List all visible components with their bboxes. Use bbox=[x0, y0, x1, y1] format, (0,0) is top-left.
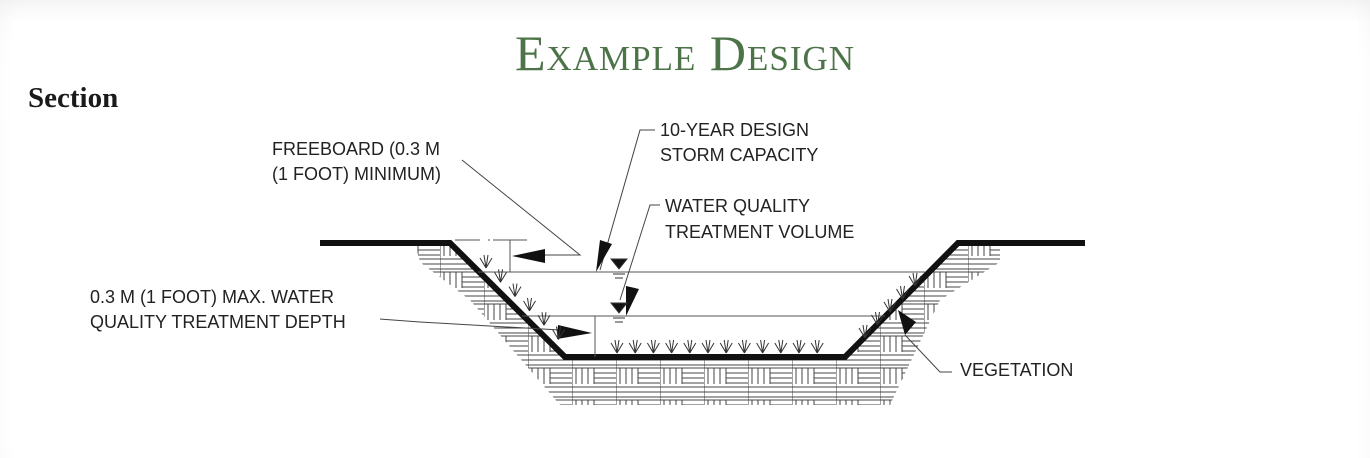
section-heading: Section bbox=[28, 82, 119, 114]
vegetation-tuft-icon bbox=[737, 339, 751, 354]
depth-arrow-icon bbox=[557, 325, 592, 339]
water-surface-symbols bbox=[609, 258, 629, 323]
label-freeboard-2: (1 FOOT) MINIMUM) bbox=[272, 164, 441, 184]
vegetation-arrow-icon bbox=[898, 310, 916, 335]
vegetation-tuft-icon bbox=[756, 339, 770, 354]
vegetation-tuft-icon bbox=[665, 339, 679, 354]
soil-hatching bbox=[415, 243, 1000, 405]
vegetation-tuft-icon bbox=[883, 298, 897, 313]
vegetation-tuft-icon bbox=[552, 326, 565, 340]
wq-arrow-icon bbox=[626, 286, 639, 316]
vegetation-tuft-icon bbox=[896, 285, 909, 300]
label-vegetation: VEGETATION bbox=[960, 360, 1073, 380]
vegetation-tuft-icon bbox=[858, 324, 872, 339]
label-storm-1: 10-YEAR DESIGN bbox=[660, 120, 809, 140]
freeboard-dimension bbox=[455, 239, 527, 272]
vegetation-group bbox=[479, 254, 922, 354]
label-freeboard-1: FREEBOARD (0.3 M bbox=[272, 139, 440, 159]
vegetation-tuft-icon bbox=[792, 339, 806, 354]
vegetation-tuft-icon bbox=[537, 312, 551, 326]
arrowheads bbox=[512, 240, 916, 339]
label-depth-1: 0.3 M (1 FOOT) MAX. WATER bbox=[90, 287, 334, 307]
vegetation-tuft-icon bbox=[523, 297, 536, 312]
vegetation-tuft-icon bbox=[628, 339, 642, 354]
label-depth-2: QUALITY TREATMENT DEPTH bbox=[90, 312, 346, 332]
leader-lines bbox=[379, 129, 952, 373]
vegetation-tuft-icon bbox=[908, 272, 922, 287]
label-storm-2: STORM CAPACITY bbox=[660, 145, 818, 165]
vegetation-tuft-icon bbox=[508, 283, 522, 297]
storm-arrow-icon bbox=[596, 240, 612, 272]
page-title: Example Design bbox=[514, 25, 856, 81]
vegetation-tuft-icon bbox=[479, 254, 493, 269]
vegetation-tuft-icon bbox=[871, 311, 884, 326]
freeboard-arrow-icon bbox=[512, 249, 545, 263]
vegetation-tuft-icon bbox=[701, 339, 715, 354]
vegetation-tuft-icon bbox=[683, 339, 697, 354]
label-wq-1: WATER QUALITY bbox=[665, 196, 810, 216]
label-wq-2: TREATMENT VOLUME bbox=[665, 222, 854, 242]
ground-profile bbox=[320, 240, 1085, 360]
vegetation-tuft-icon bbox=[646, 339, 660, 354]
vegetation-tuft-icon bbox=[774, 339, 788, 354]
vegetation-tuft-icon bbox=[719, 339, 733, 354]
vegetation-tuft-icon bbox=[610, 339, 624, 354]
vegetation-tuft-icon bbox=[810, 339, 824, 354]
vegetation-tuft-icon bbox=[494, 269, 507, 283]
